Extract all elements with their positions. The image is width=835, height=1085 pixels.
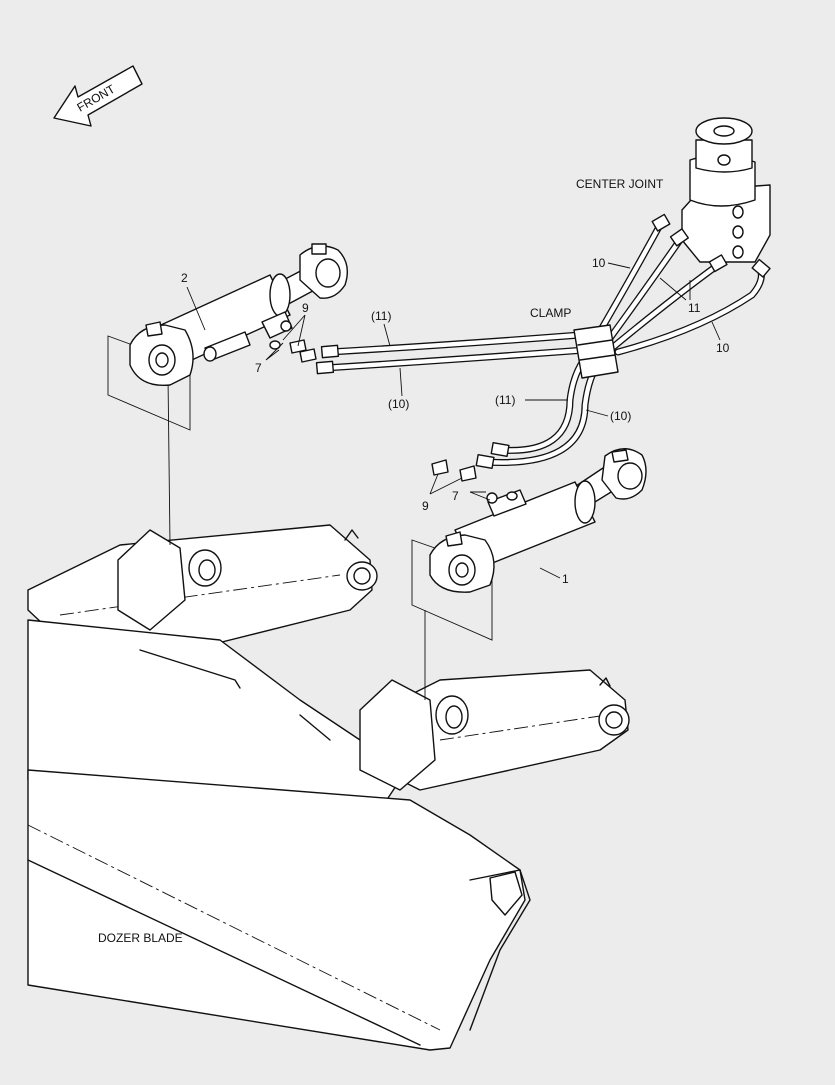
cylinder-1: 1 9 7	[411, 448, 647, 700]
callout-1: 1	[562, 572, 569, 586]
dozer-frame: DOZER BLADE	[27, 524, 630, 1051]
callout-7-upper: 7	[255, 361, 262, 375]
callout-10-cj-right: 10	[716, 341, 730, 355]
callout-11-upper: (11)	[371, 309, 391, 323]
callout-10-lower: (10)	[610, 409, 631, 423]
callout-10-cj-top: 10	[592, 256, 606, 270]
callout-9-upper: 9	[302, 301, 309, 315]
clamp-label: CLAMP	[530, 306, 571, 320]
callout-9-lower: 9	[422, 499, 429, 513]
hose-callouts: (11) (10) (11) (10) 10 11 10	[371, 256, 730, 423]
callout-7-lower: 7	[452, 489, 459, 503]
center-joint: CENTER JOINT	[576, 117, 771, 263]
center-joint-label: CENTER JOINT	[576, 177, 664, 191]
cylinder-2: 2 9 7	[107, 243, 348, 546]
callout-11-lower: (11)	[495, 393, 515, 407]
callout-10-upper: (10)	[388, 397, 409, 411]
front-arrow-icon: FRONT	[53, 65, 143, 127]
callout-2: 2	[181, 271, 188, 285]
clamp: CLAMP	[530, 306, 619, 379]
dozer-blade-label: DOZER BLADE	[98, 931, 183, 945]
callout-11-cj: 11	[688, 301, 701, 315]
